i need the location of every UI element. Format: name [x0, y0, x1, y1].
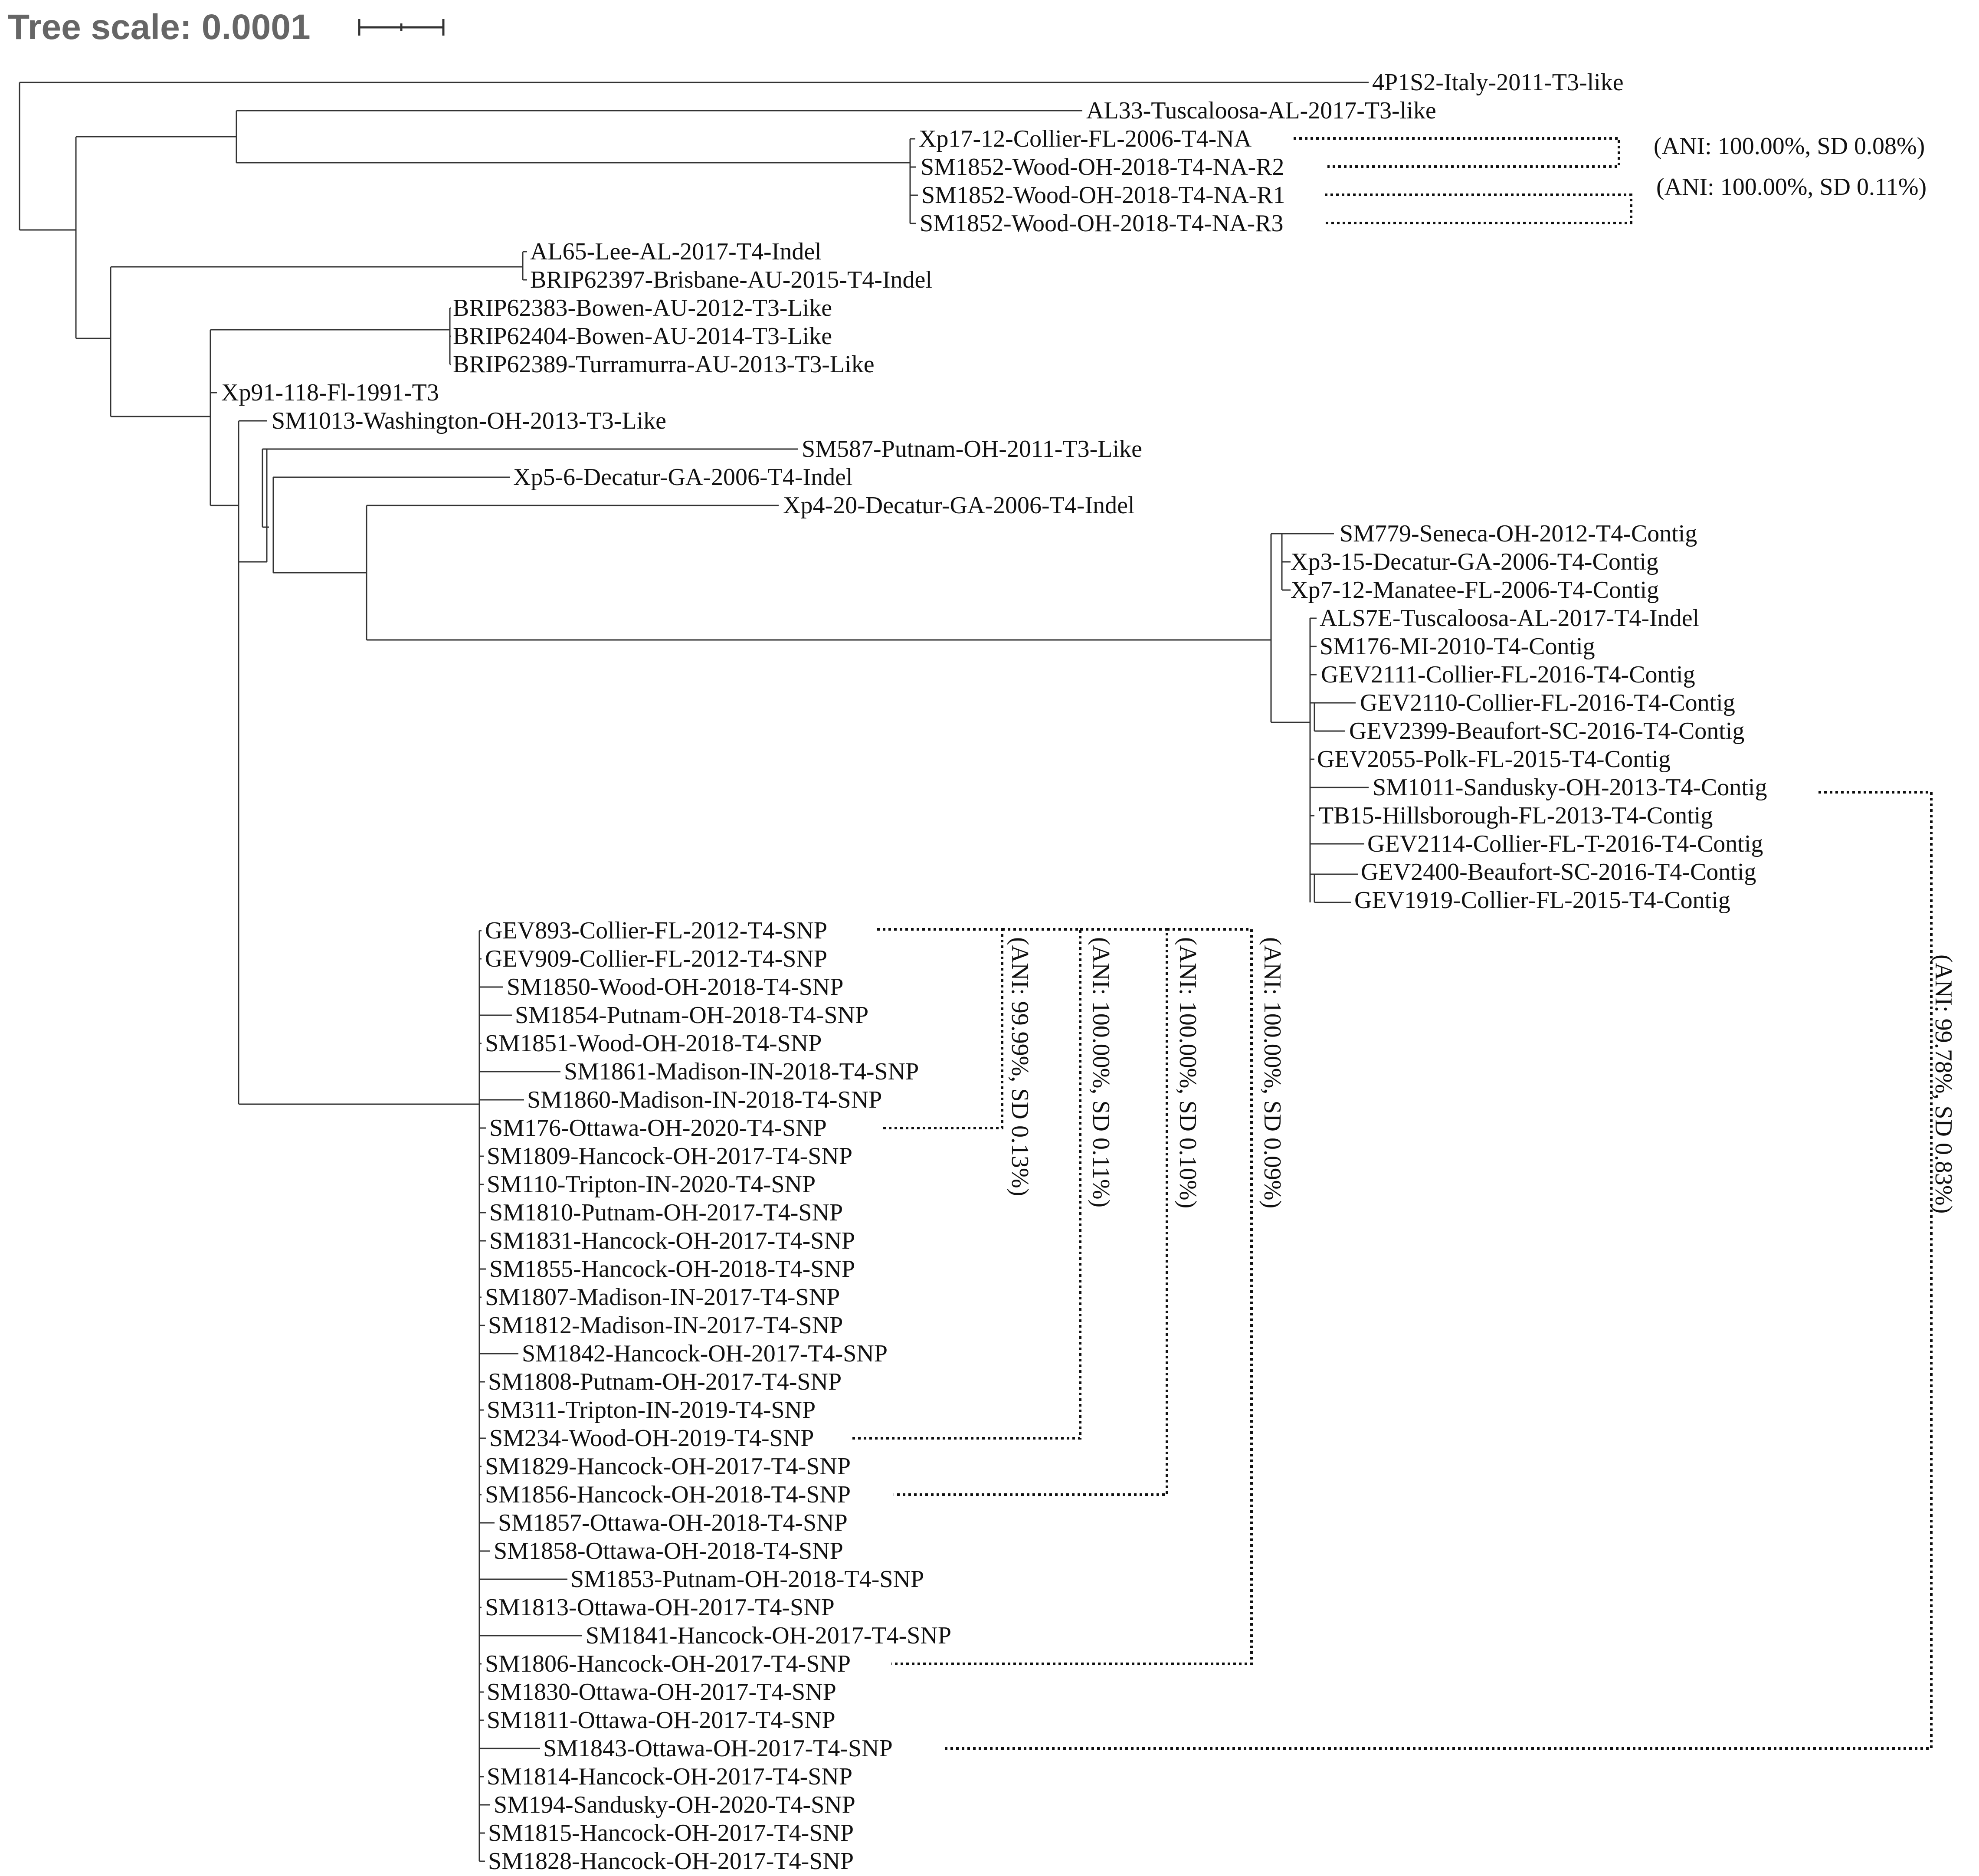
leaf-label: GEV2055-Polk-FL-2015-T4-Contig [1317, 746, 1671, 773]
leaf-label: GEV2400-Beaufort-SC-2016-T4-Contig [1361, 859, 1756, 886]
leaf-label: Xp3-15-Decatur-GA-2006-T4-Contig [1291, 548, 1658, 575]
leaf-label: SM1852-Wood-OH-2018-T4-NA-R3 [920, 210, 1284, 237]
leaf-label: SM1857-Ottawa-OH-2018-T4-SNP [498, 1509, 848, 1536]
leaf-label: Xp17-12-Collier-FL-2006-T4-NA [919, 125, 1252, 152]
leaf-label: TB15-Hillsborough-FL-2013-T4-Contig [1319, 802, 1713, 829]
leaf-label: SM1854-Putnam-OH-2018-T4-SNP [515, 1002, 868, 1029]
leaf-label: SM1011-Sandusky-OH-2013-T4-Contig [1373, 774, 1767, 801]
leaf-label: SM1809-Hancock-OH-2017-T4-SNP [487, 1143, 852, 1170]
leaf-label: SM1851-Wood-OH-2018-T4-SNP [485, 1030, 822, 1057]
leaf-label: SM1853-Putnam-OH-2018-T4-SNP [570, 1566, 924, 1593]
leaf-labels: 4P1S2-Italy-2011-T3-like AL33-Tuscaloosa… [221, 69, 1767, 1875]
leaf-label: SM1860-Madison-IN-2018-T4-SNP [527, 1086, 882, 1113]
connector-r2 [1294, 137, 1620, 168]
leaf-label: GEV1919-Collier-FL-2015-T4-Contig [1354, 887, 1730, 914]
leaf-label: GEV2399-Beaufort-SC-2016-T4-Contig [1349, 718, 1744, 744]
leaf-label: SM1830-Ottawa-OH-2017-T4-SNP [487, 1679, 836, 1705]
leaf-label: ALS7E-Tuscaloosa-AL-2017-T4-Indel [1320, 605, 1699, 632]
leaf-label: Xp91-118-Fl-1991-T3 [221, 379, 439, 406]
leaf-label: 4P1S2-Italy-2011-T3-like [1372, 69, 1624, 96]
ani-annotations: (ANI: 100.00%, SD 0.08%) (ANI: 100.00%, … [1006, 133, 1957, 1213]
leaf-label: BRIP62404-Bowen-AU-2014-T3-Like [453, 323, 832, 350]
leaf-label: SM194-Sandusky-OH-2020-T4-SNP [494, 1791, 855, 1818]
leaf-label: SM1852-Wood-OH-2018-T4-NA-R1 [921, 182, 1285, 209]
leaf-label: SM1807-Madison-IN-2017-T4-SNP [485, 1284, 840, 1311]
leaf-label: GEV2111-Collier-FL-2016-T4-Contig [1321, 661, 1695, 688]
leaf-label: Xp5-6-Decatur-GA-2006-T4-Indel [513, 464, 853, 491]
leaf-label: GEV2110-Collier-FL-2016-T4-Contig [1360, 689, 1735, 716]
tree-scale-label: Tree scale: 0.0001 [8, 7, 311, 47]
leaf-label: SM1808-Putnam-OH-2017-T4-SNP [488, 1368, 842, 1395]
leaf-label: SM1812-Madison-IN-2017-T4-SNP [488, 1312, 843, 1339]
leaf-label: SM1013-Washington-OH-2013-T3-Like [272, 407, 666, 434]
leaf-label: SM587-Putnam-OH-2011-T3-Like [802, 436, 1142, 462]
leaf-label: Xp7-12-Manatee-FL-2006-T4-Contig [1291, 577, 1659, 603]
leaf-label: SM1842-Hancock-OH-2017-T4-SNP [522, 1340, 888, 1367]
leaf-label: SM1811-Ottawa-OH-2017-T4-SNP [487, 1707, 836, 1734]
ani-annotation-sm1806: (ANI: 100.00%, SD 0.09%) [1259, 937, 1286, 1208]
tree-scale: Tree scale: 0.0001 [8, 7, 445, 47]
tree-scale-bar [358, 19, 445, 36]
leaf-label: SM1813-Ottawa-OH-2017-T4-SNP [485, 1594, 835, 1621]
tree-branches [19, 82, 1369, 1862]
leaf-label: BRIP62383-Bowen-AU-2012-T3-Like [453, 295, 832, 321]
leaf-label: Xp4-20-Decatur-GA-2006-T4-Indel [783, 492, 1135, 519]
leaf-label: SM779-Seneca-OH-2012-T4-Contig [1340, 520, 1697, 547]
ani-annotation-r2: (ANI: 100.00%, SD 0.08%) [1654, 133, 1925, 160]
leaf-label: GEV909-Collier-FL-2012-T4-SNP [485, 945, 827, 972]
leaf-label: SM1829-Hancock-OH-2017-T4-SNP [485, 1453, 851, 1480]
leaf-label: SM1831-Hancock-OH-2017-T4-SNP [489, 1227, 855, 1254]
leaf-label: GEV2114-Collier-FL-T-2016-T4-Contig [1367, 830, 1763, 857]
leaf-label: GEV893-Collier-FL-2012-T4-SNP [485, 917, 827, 944]
leaf-label: AL65-Lee-AL-2017-T4-Indel [530, 238, 822, 265]
ani-annotation-gev893: (ANI: 99.99%, SD 0.13%) [1006, 937, 1033, 1196]
connector-sm1011 [942, 791, 1933, 1750]
leaf-label: AL33-Tuscaloosa-AL-2017-T3-like [1086, 97, 1436, 124]
leaf-label: SM234-Wood-OH-2019-T4-SNP [489, 1425, 814, 1452]
leaf-label: SM1858-Ottawa-OH-2018-T4-SNP [494, 1538, 843, 1564]
leaf-label: SM1861-Madison-IN-2018-T4-SNP [564, 1058, 919, 1085]
leaf-label: SM176-MI-2010-T4-Contig [1320, 633, 1595, 660]
connector-sm1806 [891, 928, 1253, 1665]
leaf-label: SM176-Ottawa-OH-2020-T4-SNP [489, 1115, 827, 1141]
leaf-label: SM1852-Wood-OH-2018-T4-NA-R2 [921, 154, 1284, 180]
annotation-connectors [852, 137, 1933, 1750]
leaf-label: SM1806-Hancock-OH-2017-T4-SNP [485, 1650, 851, 1677]
leaf-label: BRIP62397-Brisbane-AU-2015-T4-Indel [530, 266, 932, 293]
leaf-label: SM1843-Ottawa-OH-2017-T4-SNP [543, 1735, 893, 1762]
leaf-label: SM1856-Hancock-OH-2018-T4-SNP [485, 1481, 851, 1508]
leaf-label: SM1855-Hancock-OH-2018-T4-SNP [489, 1256, 855, 1282]
leaf-label: SM110-Tripton-IN-2020-T4-SNP [487, 1171, 816, 1198]
leaf-label: SM1828-Hancock-OH-2017-T4-SNP [488, 1848, 854, 1875]
ani-annotation-sm1856: (ANI: 100.00%, SD 0.10%) [1174, 937, 1201, 1208]
ani-annotation-sm1011: (ANI: 99.78%, SD 0.83%) [1930, 954, 1957, 1213]
leaf-label: SM311-Tripton-IN-2019-T4-SNP [487, 1397, 816, 1423]
connector-r1 [1325, 194, 1632, 224]
connector-gev893 [877, 928, 1003, 1129]
ani-annotation-r1: (ANI: 100.00%, SD 0.11%) [1656, 174, 1927, 200]
leaf-label: SM1850-Wood-OH-2018-T4-SNP [507, 974, 843, 1000]
connector-sm234 [852, 928, 1081, 1440]
leaf-label: BRIP62389-Turramurra-AU-2013-T3-Like [453, 351, 875, 378]
leaf-label: SM1841-Hancock-OH-2017-T4-SNP [586, 1622, 951, 1649]
leaf-label: SM1814-Hancock-OH-2017-T4-SNP [487, 1763, 852, 1790]
leaf-label: SM1815-Hancock-OH-2017-T4-SNP [488, 1820, 854, 1846]
leaf-label: SM1810-Putnam-OH-2017-T4-SNP [489, 1199, 843, 1226]
ani-annotation-sm234: (ANI: 100.00%, SD 0.11%) [1088, 937, 1114, 1207]
